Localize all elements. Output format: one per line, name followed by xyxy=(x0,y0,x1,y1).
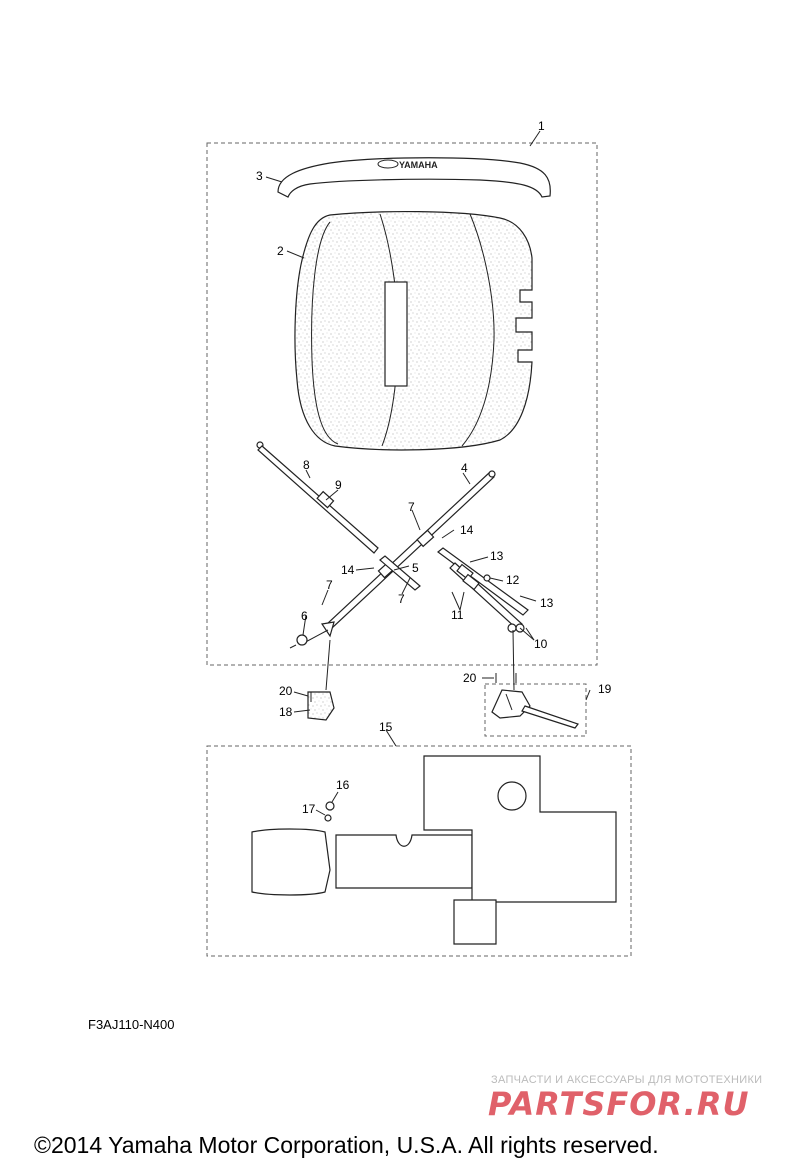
callout-4: 4 xyxy=(461,461,468,475)
callout-11: 11 xyxy=(451,608,464,622)
callout-16: 16 xyxy=(336,778,350,792)
callout-5: 5 xyxy=(412,561,419,575)
watermark-logo: PARTSFOR.RU xyxy=(488,1085,749,1123)
bracket-part-18 xyxy=(307,639,335,721)
callout-14-left: 14 xyxy=(341,563,355,577)
callout-12: 12 xyxy=(506,573,520,587)
cable-part-8 xyxy=(256,441,379,554)
callout-19: 19 xyxy=(598,682,612,696)
grab-handle-part: YAMAHA xyxy=(277,157,551,198)
cable-part-5 xyxy=(379,555,421,591)
callout-7-top: 7 xyxy=(408,500,415,514)
housing-part-19 xyxy=(491,629,579,729)
copyright-text: ©2014 Yamaha Motor Corporation, U.S.A. A… xyxy=(34,1132,659,1158)
cable-end-part-6 xyxy=(289,634,308,649)
callout-17: 17 xyxy=(302,802,316,816)
callout-7-mid: 7 xyxy=(398,592,405,606)
mat-part-15 xyxy=(251,755,617,945)
callout-14-right: 14 xyxy=(460,523,474,537)
diagram-code: F3AJ110-N400 xyxy=(88,1017,174,1032)
assembly-box-15 xyxy=(206,745,632,957)
callout-20-right: 20 xyxy=(463,671,477,685)
callout-2: 2 xyxy=(277,244,284,258)
seat-part xyxy=(294,210,533,451)
callout-9: 9 xyxy=(335,478,342,492)
callout-10: 10 xyxy=(534,637,548,651)
callout-20-left: 20 xyxy=(279,684,293,698)
watermark-tagline: ЗАПЧАСТИ И АКСЕССУАРЫ ДЛЯ МОТОТЕХНИКИ xyxy=(491,1074,762,1086)
callout-8: 8 xyxy=(303,458,310,472)
callout-18: 18 xyxy=(279,705,293,719)
callout-3: 3 xyxy=(256,169,263,183)
callout-13-right: 13 xyxy=(540,596,554,610)
assembly-box-1 xyxy=(206,142,598,666)
callout-7-left: 7 xyxy=(326,578,333,592)
leader-lines xyxy=(265,130,591,816)
assembly-box-19 xyxy=(484,683,587,737)
callout-13-top: 13 xyxy=(490,549,504,563)
screw-part-20 xyxy=(310,673,517,702)
callout-15: 15 xyxy=(379,720,393,734)
cable-part-10 xyxy=(437,547,529,633)
callout-6: 6 xyxy=(301,609,308,623)
brand-logo-text: YAMAHA xyxy=(399,160,438,170)
callout-1: 1 xyxy=(538,119,545,133)
